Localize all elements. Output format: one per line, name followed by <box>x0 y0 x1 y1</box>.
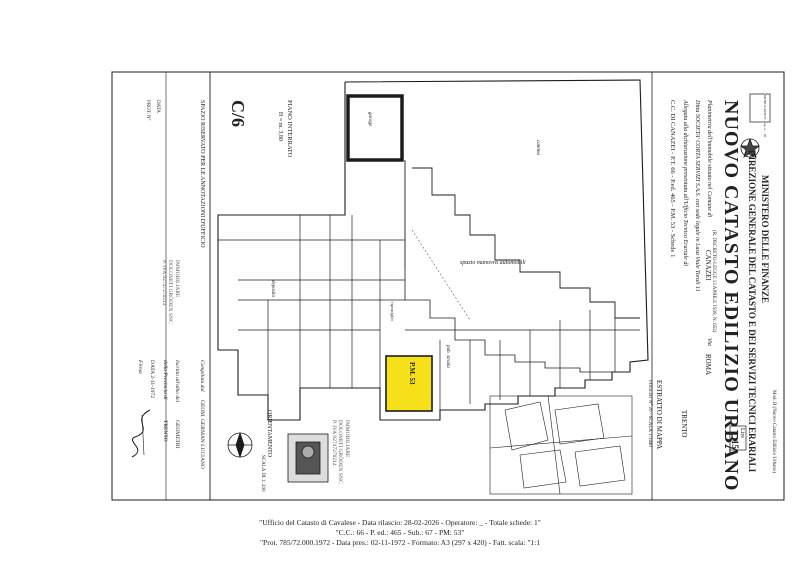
signature-label: Firma <box>137 360 143 374</box>
stepped-internal-wall <box>412 167 640 319</box>
highlighted-unit-pm53 <box>385 355 433 412</box>
direction-title: DIREZIONE GENERALE DEL CATASTO E DEI SER… <box>747 150 757 473</box>
street-label: pub. strada <box>445 345 450 368</box>
via-label: Via <box>706 338 712 346</box>
sheet-border <box>111 71 785 501</box>
stamp-strip-line2: DOLOMITI GRÖDEN SNC <box>167 260 174 324</box>
ditta-label: Ditta <box>694 100 700 113</box>
ramp-label: spazio manovra automobili <box>460 260 526 266</box>
province-label: della Provincia di <box>162 360 168 400</box>
lire-box <box>729 425 747 451</box>
law-note: (R. DECRETO-LEGGE 13 APRILE 1939, N. 652… <box>711 230 716 333</box>
signature-image <box>131 409 151 458</box>
stamp-line3: P. IVA 02747270214 <box>330 420 337 466</box>
ditta-line: Ditta SOCIETA' CORTA SERVIZI S.A.S. con … <box>694 100 700 292</box>
ministry-title: MINISTERO DELLE FINANZE <box>760 175 770 304</box>
model-note: Mod. B (Nuovo Catasto Edilizio Urbano) <box>771 390 776 474</box>
allegata-label: Allegata alla dichiarazione presentata a… <box>682 100 688 266</box>
partitions <box>218 215 640 420</box>
model-box <box>749 93 771 123</box>
province-value: TRENTO <box>162 420 168 442</box>
footer-line-1: "Ufficio del Catasto di Cavalese - Data … <box>259 518 541 527</box>
footer-line-3: "Prot. 785/72.000.1972 - Data pres.: 02-… <box>260 538 540 547</box>
highlight-label: P.M. 53 <box>408 362 416 385</box>
stepped-internal-wall-2 <box>404 270 612 373</box>
reserved-space-label: SPAZIO RISERVATO PER LE ANNOTAZIONI D'UF… <box>199 100 205 248</box>
protocol-label: PROT. N° <box>145 100 150 121</box>
cc-line: C.C. DI CANAZEI - P.T. 66 - P.ed. 465 - … <box>669 100 676 258</box>
floor-label: PIANO INTERRATO <box>286 100 293 158</box>
lire-value: 15 <box>730 440 740 449</box>
signature-date: DATA 2-11-1972 <box>149 360 155 399</box>
map-extract <box>489 395 633 495</box>
footer-line-2: "C.C.: 66 - P. ed.: 465 - Sub.: 67 - PM:… <box>335 528 465 537</box>
registered-value: GEOMETRI <box>174 420 180 449</box>
registered-label: Iscritto all'albo dei <box>174 360 180 403</box>
compass-icon <box>227 431 253 459</box>
storage-label: deposito <box>270 280 275 297</box>
via-value: ROMA <box>704 354 712 376</box>
stamp-line1: IMMOBILIARE <box>344 420 350 458</box>
cellar-label: cantina <box>535 140 540 155</box>
orientation-label: ORIENTAMENTO <box>266 410 272 458</box>
ufficio-value: TRENTO <box>680 410 688 438</box>
ditta-value: SOCIETA' CORTA SERVIZI S.A.S. con sede l… <box>694 113 700 292</box>
stamp-block-strip: IMMOBILIARE DOLOMITI GRÖDEN SNC P. IVA 0… <box>160 260 180 324</box>
lire-label: Lire <box>739 428 745 438</box>
building-outline <box>217 79 649 421</box>
comune-value: CANAZEI <box>704 250 712 281</box>
stamp-strip-line1: IMMOBILIARE <box>174 260 180 298</box>
compiled-by-name: GEOM. GERMAN LUCIANO <box>199 400 205 469</box>
date-label: DATA <box>155 100 160 113</box>
thick-wall-room <box>346 94 404 162</box>
stamp-line2: DOLOMITI GRÖDEN SNC <box>337 420 344 484</box>
map-extract-note: FOGLIO N° 20 - SCALA 1:1440 <box>647 380 652 447</box>
scale-label: SCALA DI 1: 200 <box>260 455 265 492</box>
photo-seal-image <box>287 433 329 483</box>
category-label: C/6 <box>228 100 248 127</box>
compiled-by-label: Compilata dal <box>199 360 205 392</box>
italian-emblem-icon <box>739 137 761 158</box>
closet-label: ripostiglio <box>390 302 395 321</box>
garage-label: garage <box>367 112 372 127</box>
stamp-block-plan: IMMOBILIARE DOLOMITI GRÖDEN SNC P. IVA 0… <box>330 420 350 484</box>
plan-label: Planimetria dell'immobile situato nel Co… <box>706 100 712 218</box>
height-label: H = m. 3,80 <box>277 112 283 141</box>
map-extract-title: ESTRATTO DI MAPPA <box>655 380 663 450</box>
model-box-label: MODULARIO F. - rig. e. - 95 <box>763 95 767 138</box>
stamp-strip-line3: P. IVA 02747270214 <box>160 260 167 306</box>
